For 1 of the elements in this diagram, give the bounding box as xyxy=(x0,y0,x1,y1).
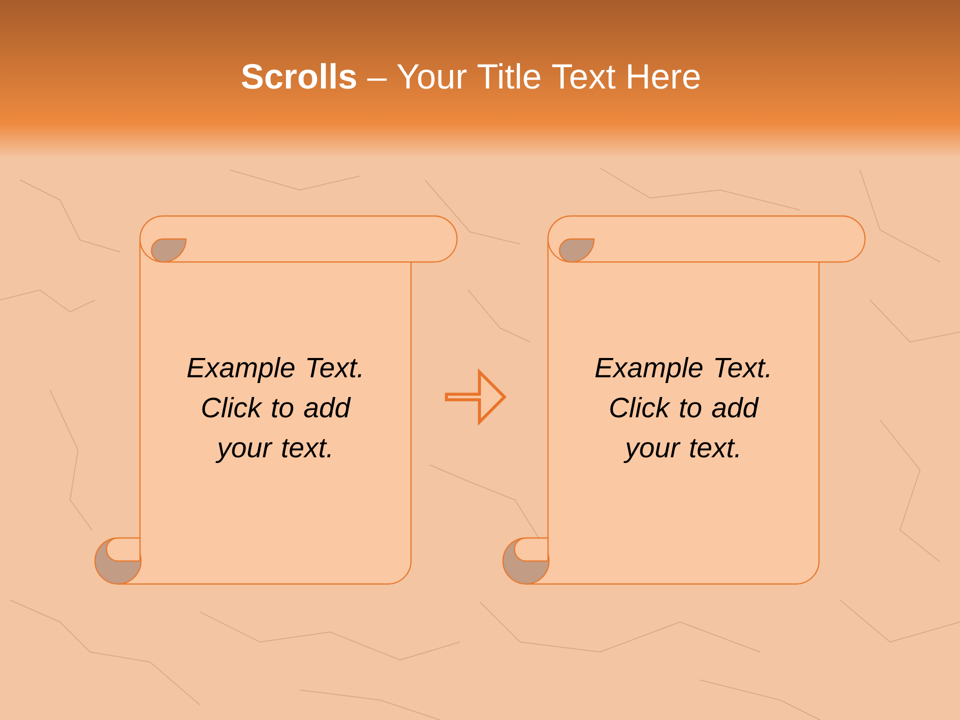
title: Scrolls – Your Title Text Here xyxy=(242,63,700,89)
